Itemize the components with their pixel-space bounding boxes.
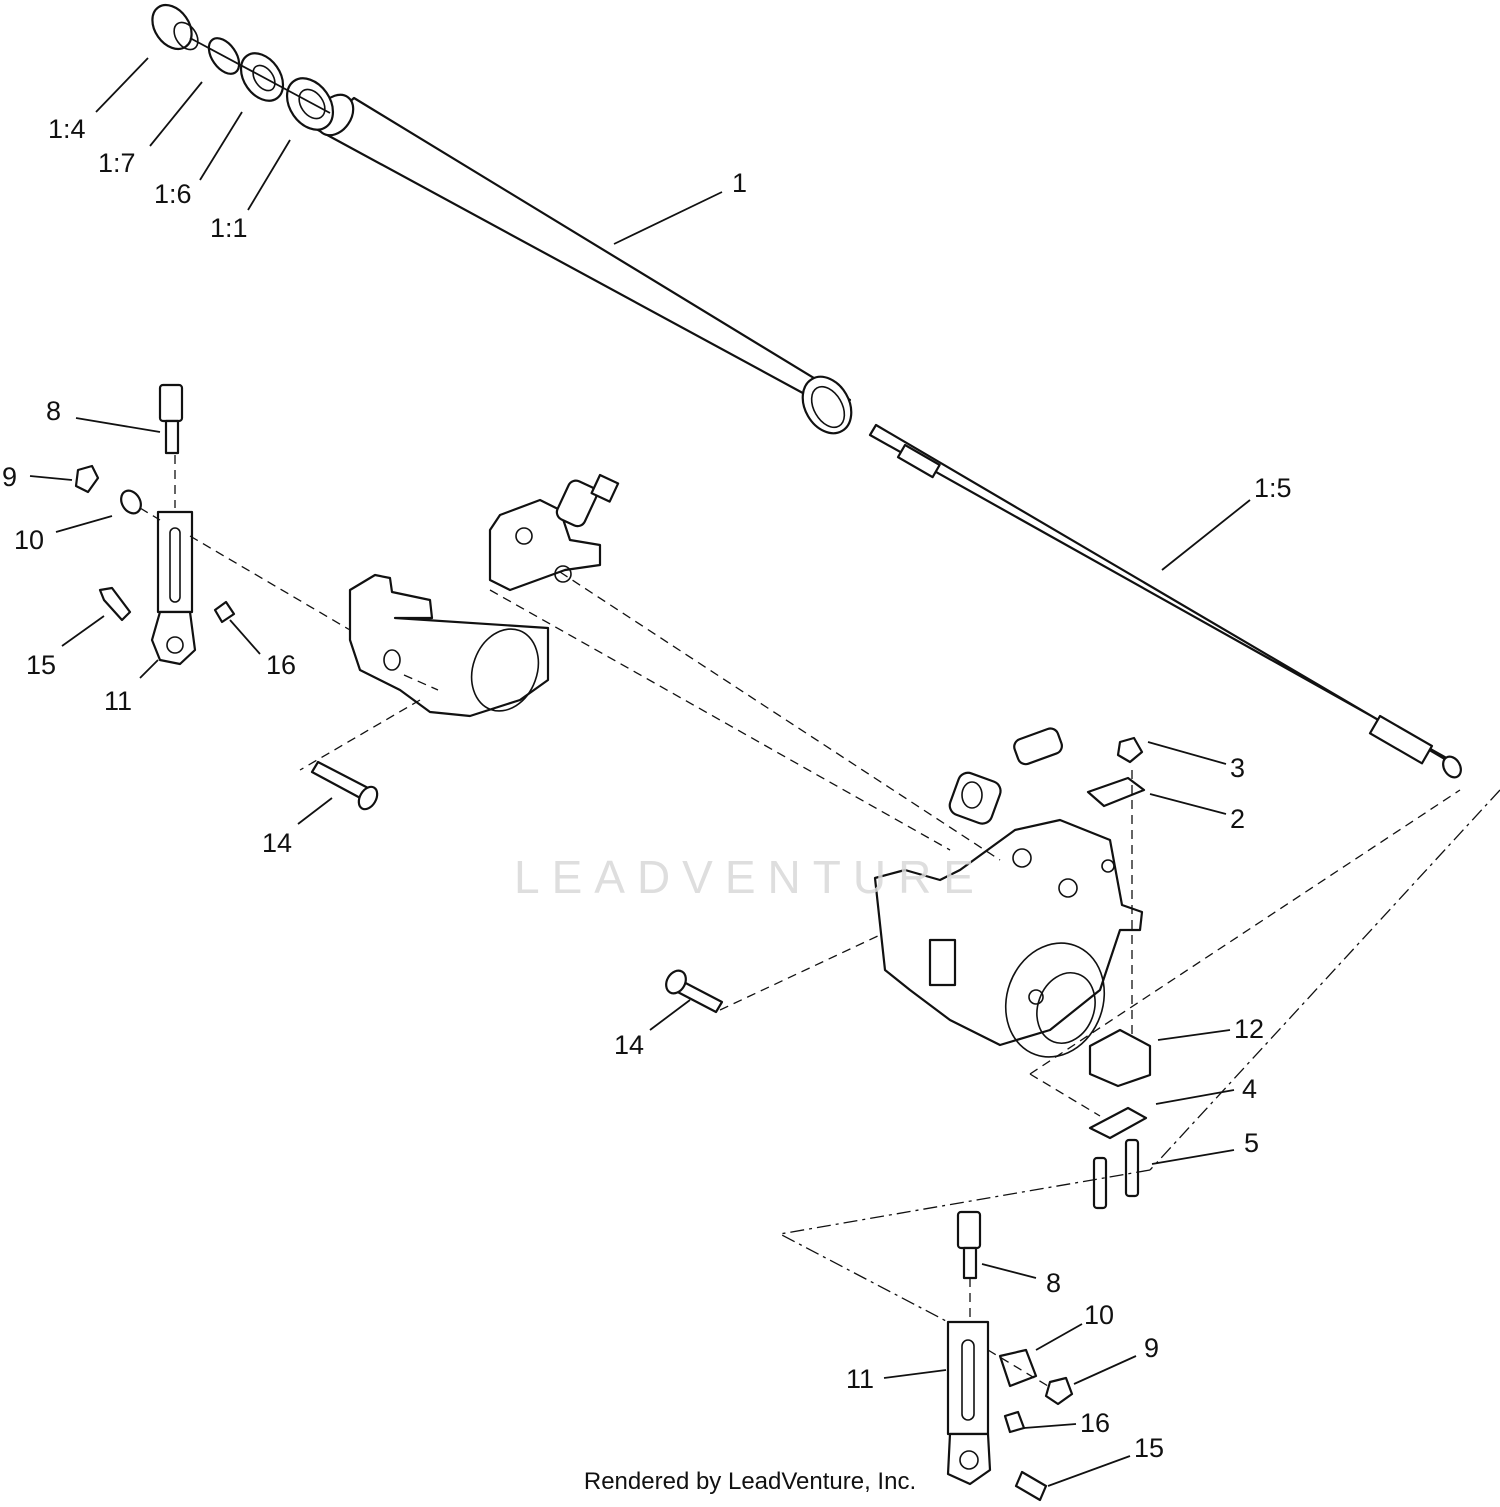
height-adjuster-left	[74, 383, 236, 666]
pin-14-right	[665, 969, 724, 1014]
callout-11-right: 11	[846, 1364, 874, 1394]
roller-shaft	[868, 423, 1462, 779]
callout-10-right: 10	[1084, 1300, 1114, 1330]
left-side-plate	[348, 473, 620, 718]
callout-15-left: 15	[26, 650, 56, 680]
callout-16-left: 16	[266, 650, 296, 680]
callout-10-left: 10	[14, 525, 44, 555]
callout-1-7: 1:7	[98, 148, 136, 178]
callout-1-5: 1:5	[1254, 473, 1292, 503]
callout-8-right: 8	[1046, 1268, 1061, 1298]
pin-14-left	[310, 760, 379, 811]
callout-labels: 1:4 1:7 1:6 1:1 1 1:5 8 9 10 15 16 11 14…	[2, 114, 1292, 1463]
callout-9-left: 9	[2, 462, 17, 492]
callout-5: 5	[1244, 1128, 1259, 1158]
callout-1: 1	[732, 168, 747, 198]
callout-1-4: 1:4	[48, 114, 86, 144]
watermark: LEADVENTURE	[514, 851, 986, 903]
assembly-lines	[139, 455, 1500, 1387]
callout-14-left: 14	[262, 828, 292, 858]
callout-16-right: 16	[1080, 1408, 1110, 1438]
callout-11-left: 11	[104, 686, 132, 716]
leader-lines	[29, 57, 1251, 1487]
callout-14-right: 14	[614, 1030, 644, 1060]
callout-1-6: 1:6	[154, 179, 192, 209]
callout-2: 2	[1230, 804, 1245, 834]
callout-1-1: 1:1	[210, 213, 248, 243]
height-adjuster-right	[946, 1210, 1074, 1502]
callout-8-left: 8	[46, 396, 61, 426]
right-side-plate	[873, 727, 1144, 1058]
callout-12: 12	[1234, 1014, 1264, 1044]
footer-credit: Rendered by LeadVenture, Inc.	[583, 1468, 917, 1495]
clamp-hardware	[1086, 736, 1152, 1210]
roller-tube	[315, 93, 853, 435]
callout-9-right: 9	[1144, 1333, 1159, 1363]
bearing-parts	[151, 3, 335, 131]
callout-15-right: 15	[1134, 1433, 1164, 1463]
callout-4: 4	[1242, 1074, 1257, 1104]
callout-3: 3	[1230, 753, 1245, 783]
